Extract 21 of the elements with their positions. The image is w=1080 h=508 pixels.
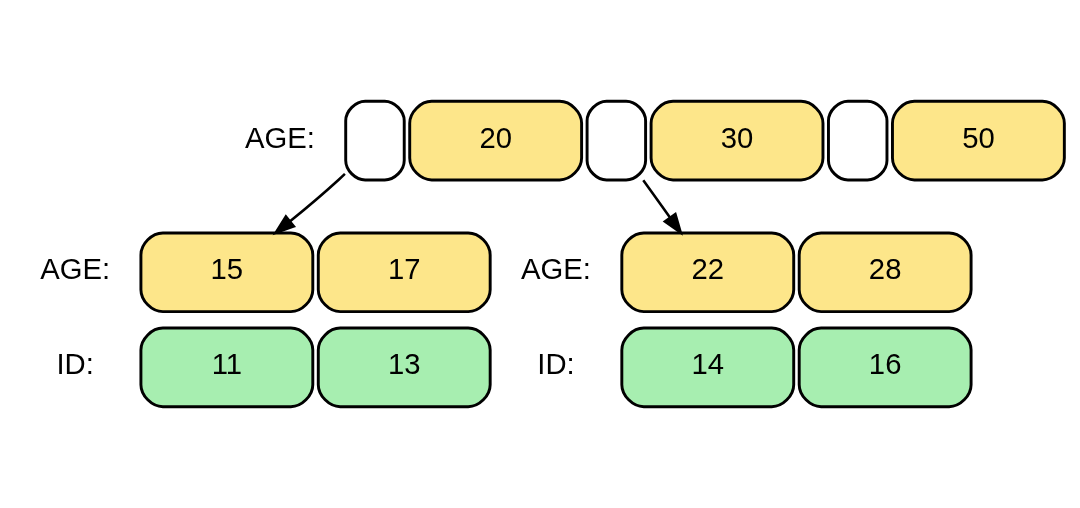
label: AGE: — [40, 253, 111, 286]
label: ID: — [537, 348, 575, 381]
node-box: 13 — [316, 326, 492, 409]
node-box: 17 — [316, 231, 492, 314]
label: AGE: — [244, 121, 315, 154]
node-box — [585, 99, 648, 182]
node-box — [344, 99, 406, 182]
node-box: 50 — [891, 99, 1066, 182]
node-box — [827, 99, 889, 182]
node-box: 16 — [797, 326, 973, 409]
node-box: 14 — [620, 326, 796, 409]
node-box: 28 — [797, 231, 973, 314]
arrow — [642, 179, 683, 236]
label: ID: — [56, 348, 94, 381]
node-box: 30 — [649, 99, 825, 182]
arrow — [272, 172, 346, 236]
node-box: 20 — [408, 99, 584, 182]
node-box: 11 — [139, 326, 315, 409]
label: AGE: — [521, 253, 591, 286]
node-box: 15 — [139, 231, 315, 314]
node-box: 22 — [620, 231, 796, 314]
